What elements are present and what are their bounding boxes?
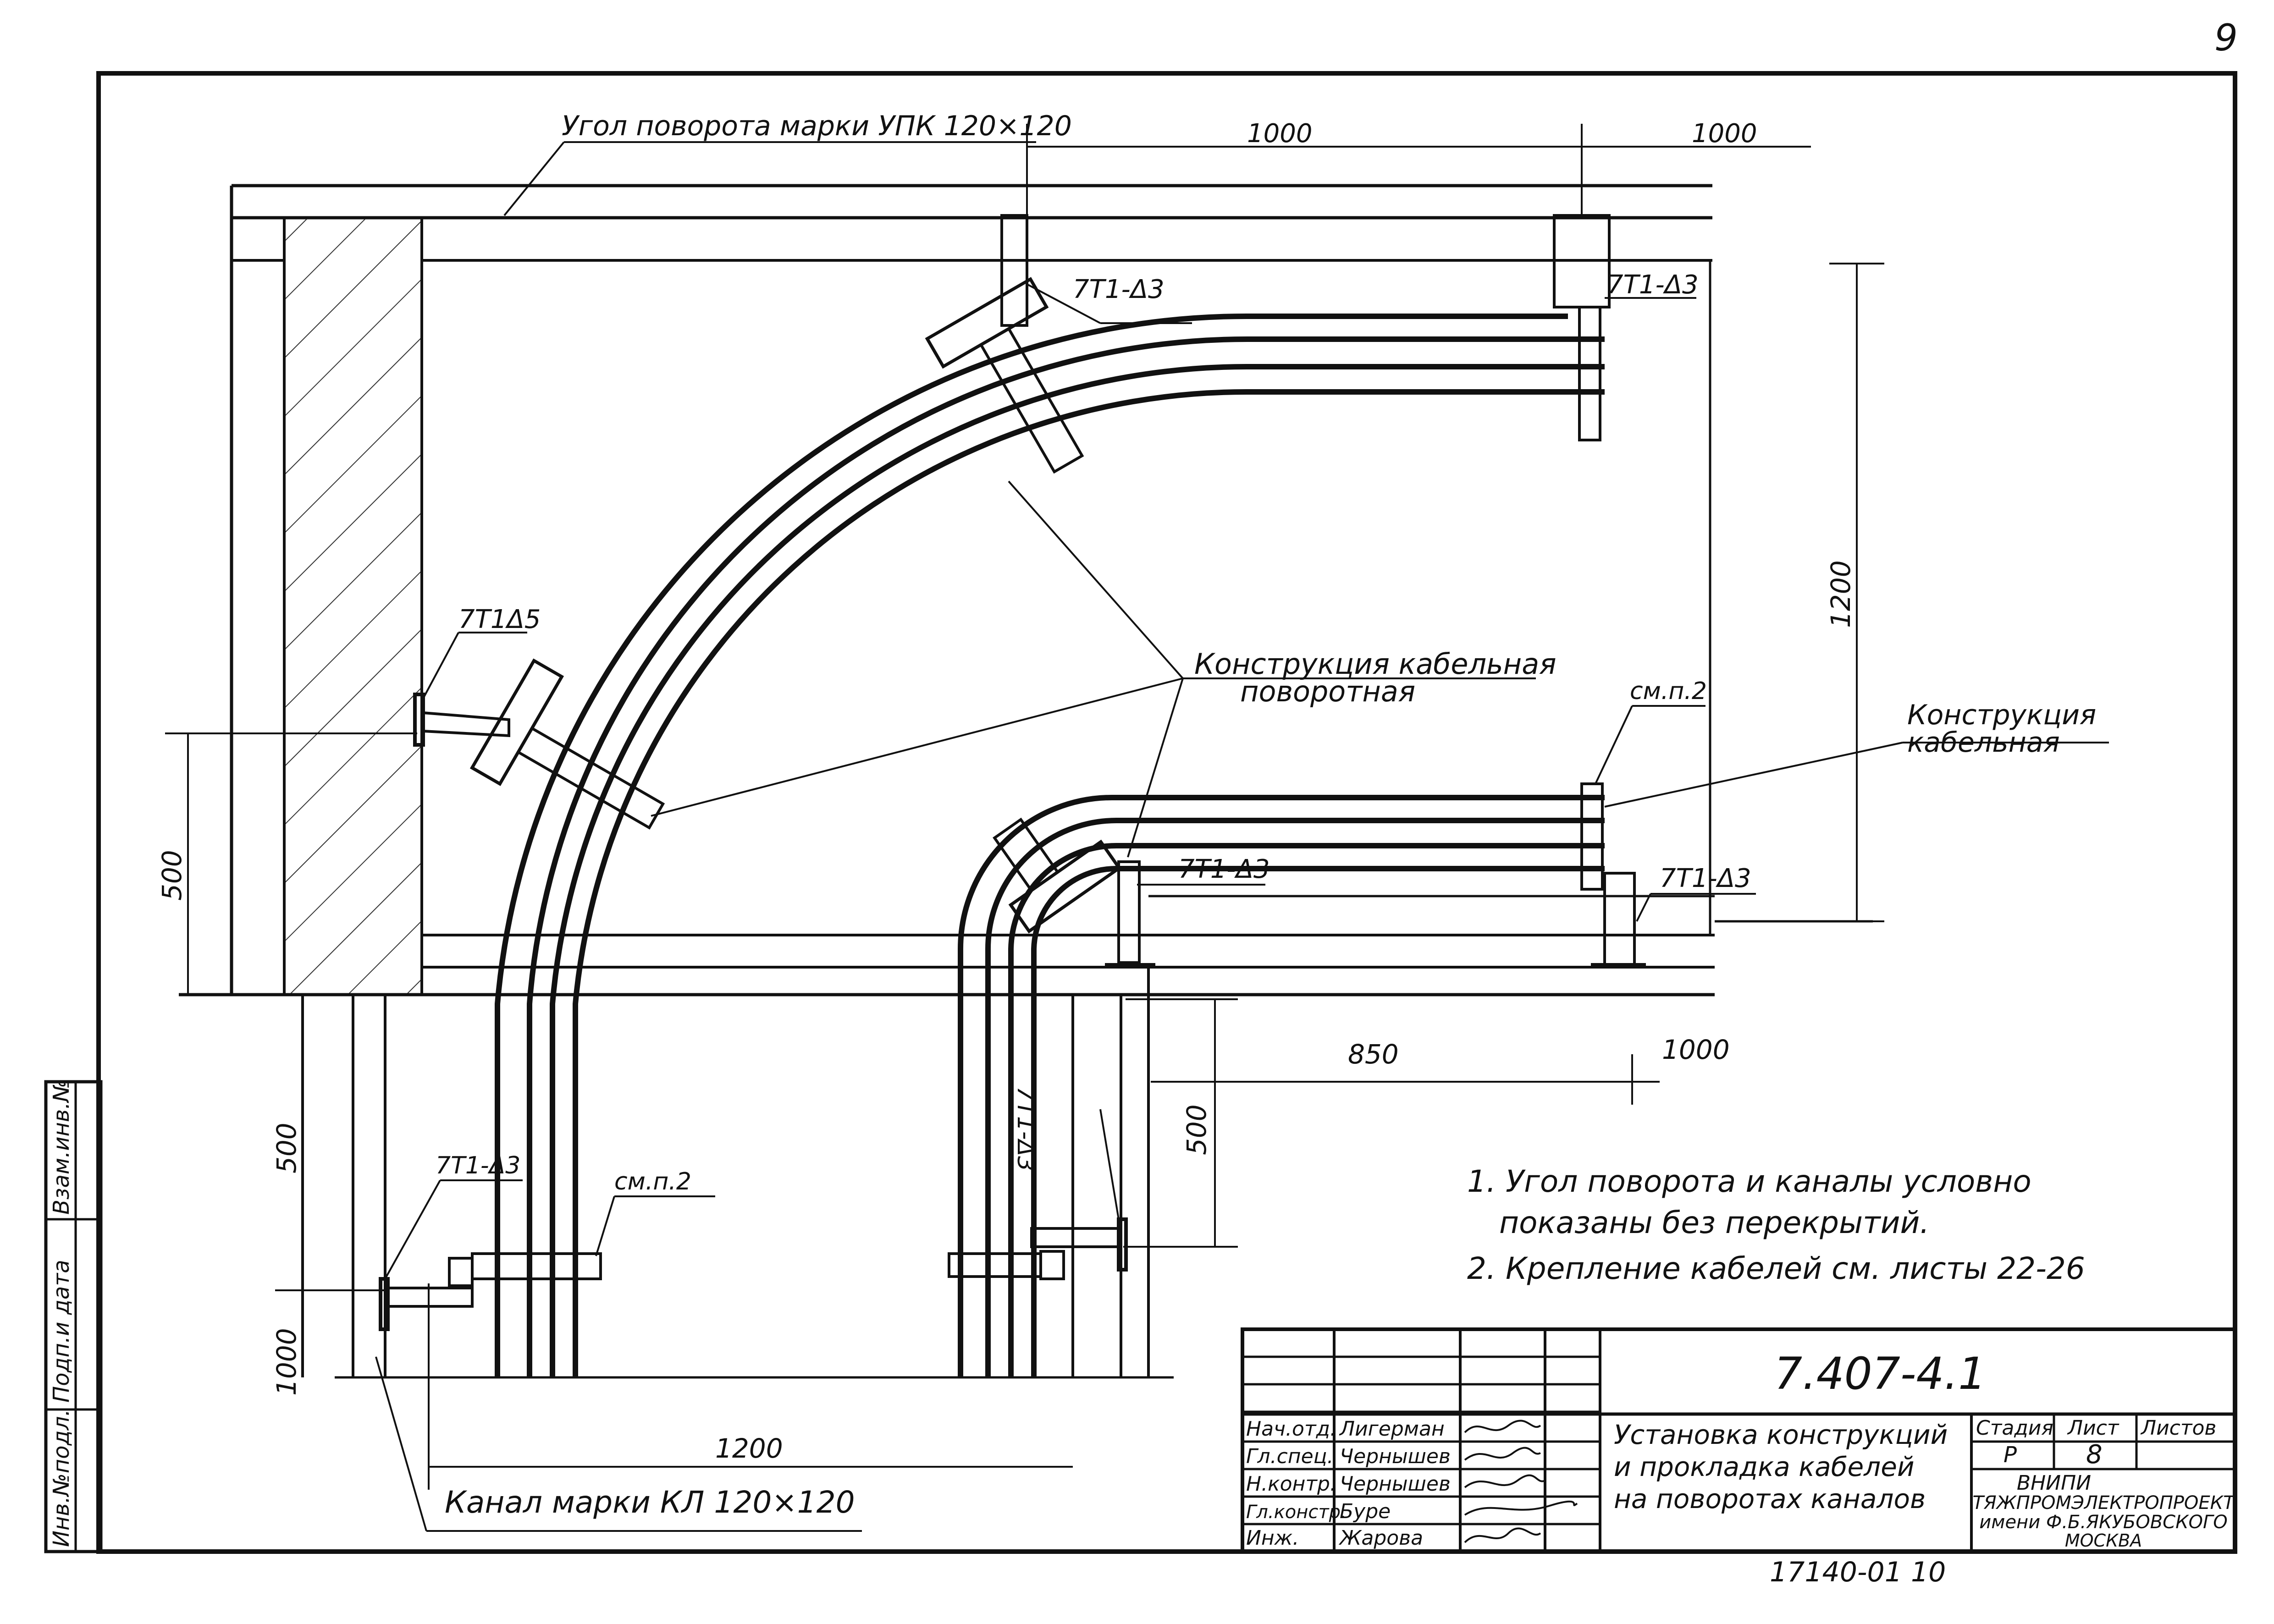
label-see-note-2-bottom: см.п.2 bbox=[614, 1168, 691, 1195]
role-4: Гл.констр. bbox=[1246, 1502, 1347, 1523]
label-rotating-construction-line2: поворотная bbox=[1240, 675, 1415, 708]
org-line-2: ТЯЖПРОМЭЛЕКТРОПРОЕКТ bbox=[1972, 1492, 2236, 1514]
dim-mid-500: 500 bbox=[1181, 1104, 1212, 1155]
label-cable-construction-line1: Конструкция bbox=[1907, 699, 2096, 731]
dimension-lines bbox=[165, 124, 1884, 1490]
sheet-value: 8 bbox=[2086, 1440, 2103, 1470]
label-bracket-left-wall: 7Т1Δ5 bbox=[458, 605, 541, 634]
label-cable-construction-line2: кабельная bbox=[1907, 727, 2060, 759]
label-see-note-2-right: см.п.2 bbox=[1630, 677, 1707, 705]
label-bracket-bottom-left: 7Т1-Δ3 bbox=[436, 1152, 520, 1179]
title-block: 7.407-4.1 Установка конструкций и прокла… bbox=[1241, 1327, 2237, 1553]
label-bracket-bottom-vertical: 7Т1-Δ3 bbox=[1012, 1086, 1039, 1171]
document-code: 7.407-4.1 bbox=[1774, 1348, 1986, 1399]
side-stamp: Инв.№подл. Подп.и дата Взам.инв.№ bbox=[44, 1079, 103, 1553]
dim-bottom-left-1000: 1000 bbox=[271, 1328, 302, 1396]
note-2: 2. Крепление кабелей см. листы 22-26 bbox=[1467, 1251, 2085, 1286]
small-cable-bend bbox=[958, 795, 1605, 1377]
role-1: Нач.отд. bbox=[1246, 1417, 1336, 1441]
leader-lines bbox=[375, 141, 2109, 1532]
label-bracket-top-right: 7Т1-Δ3 bbox=[1607, 270, 1699, 300]
dim-left-500: 500 bbox=[156, 850, 188, 901]
side-stamp-cell-2: Подп.и дата bbox=[49, 1260, 74, 1403]
lower-channels bbox=[301, 967, 1174, 1379]
corner-channel bbox=[179, 184, 1873, 996]
dim-top-1: 1000 bbox=[1247, 119, 1313, 149]
org-line-1: ВНИПИ bbox=[2017, 1471, 2091, 1495]
label-rotating-construction-line1: Конструкция кабельная bbox=[1194, 647, 1556, 681]
label-bracket-mid-right: 7Т1-Δ3 bbox=[1660, 864, 1751, 893]
name-4: Буре bbox=[1340, 1500, 1391, 1523]
note-1-line-1: 1. Угол поворота и каналы условно bbox=[1467, 1164, 2031, 1199]
signatures bbox=[1464, 1420, 1578, 1543]
label-channel-brand: Канал марки КЛ 120×120 bbox=[445, 1485, 855, 1520]
sheets-label: Листов bbox=[2140, 1416, 2216, 1440]
label-bracket-top-left: 7Т1-Δ3 bbox=[1073, 275, 1165, 304]
dim-bottom-1200: 1200 bbox=[715, 1433, 783, 1464]
side-stamp-cell-1: Инв.№подл. bbox=[49, 1409, 74, 1547]
dim-mid-1000: 1000 bbox=[1662, 1034, 1730, 1065]
org-line-4: МОСКВА bbox=[2065, 1530, 2142, 1551]
large-cable-bend bbox=[495, 313, 1605, 1377]
dim-top-2: 1000 bbox=[1692, 119, 1757, 149]
stage-value: Р bbox=[2004, 1442, 2017, 1468]
name-5: Жарова bbox=[1338, 1526, 1423, 1550]
org-line-3: имени Ф.Б.ЯКУБОВСКОГО bbox=[1979, 1512, 2227, 1533]
role-5: Инж. bbox=[1246, 1526, 1299, 1550]
sheet-label: Лист bbox=[2067, 1416, 2119, 1440]
role-3: Н.контр. bbox=[1246, 1472, 1336, 1496]
brackets bbox=[379, 214, 1646, 1331]
label-corner-brand: Угол поворота марки УПК 120×120 bbox=[562, 110, 1072, 142]
footer-code: 17140-01 10 bbox=[1770, 1556, 1946, 1588]
role-2: Гл.спец. bbox=[1246, 1445, 1334, 1468]
dim-right-vertical: 1200 bbox=[1825, 560, 1856, 628]
label-bracket-mid-inner: 7Т1-Δ3 bbox=[1178, 854, 1270, 884]
name-1: Лигерман bbox=[1339, 1417, 1445, 1441]
drawing-title-line-3: на поворотах каналов bbox=[1614, 1483, 1926, 1514]
note-1-line-2: показаны без перекрытий. bbox=[1499, 1205, 1929, 1240]
dim-mid-850: 850 bbox=[1348, 1039, 1399, 1070]
hatched-wall bbox=[283, 216, 423, 996]
sheet-frame bbox=[96, 71, 2237, 1554]
dim-bottom-left-500: 500 bbox=[271, 1123, 302, 1173]
stage-label: Стадия bbox=[1976, 1416, 2053, 1440]
name-2: Чернышев bbox=[1340, 1445, 1451, 1468]
name-3: Чернышев bbox=[1340, 1472, 1451, 1496]
drawing-title-line-1: Установка конструкций bbox=[1614, 1419, 1948, 1450]
sheet-number-corner: 9 bbox=[2214, 17, 2238, 59]
drawing-title-line-2: и прокладка кабелей bbox=[1614, 1451, 1915, 1482]
side-stamp-cell-3: Взам.инв.№ bbox=[49, 1079, 74, 1215]
